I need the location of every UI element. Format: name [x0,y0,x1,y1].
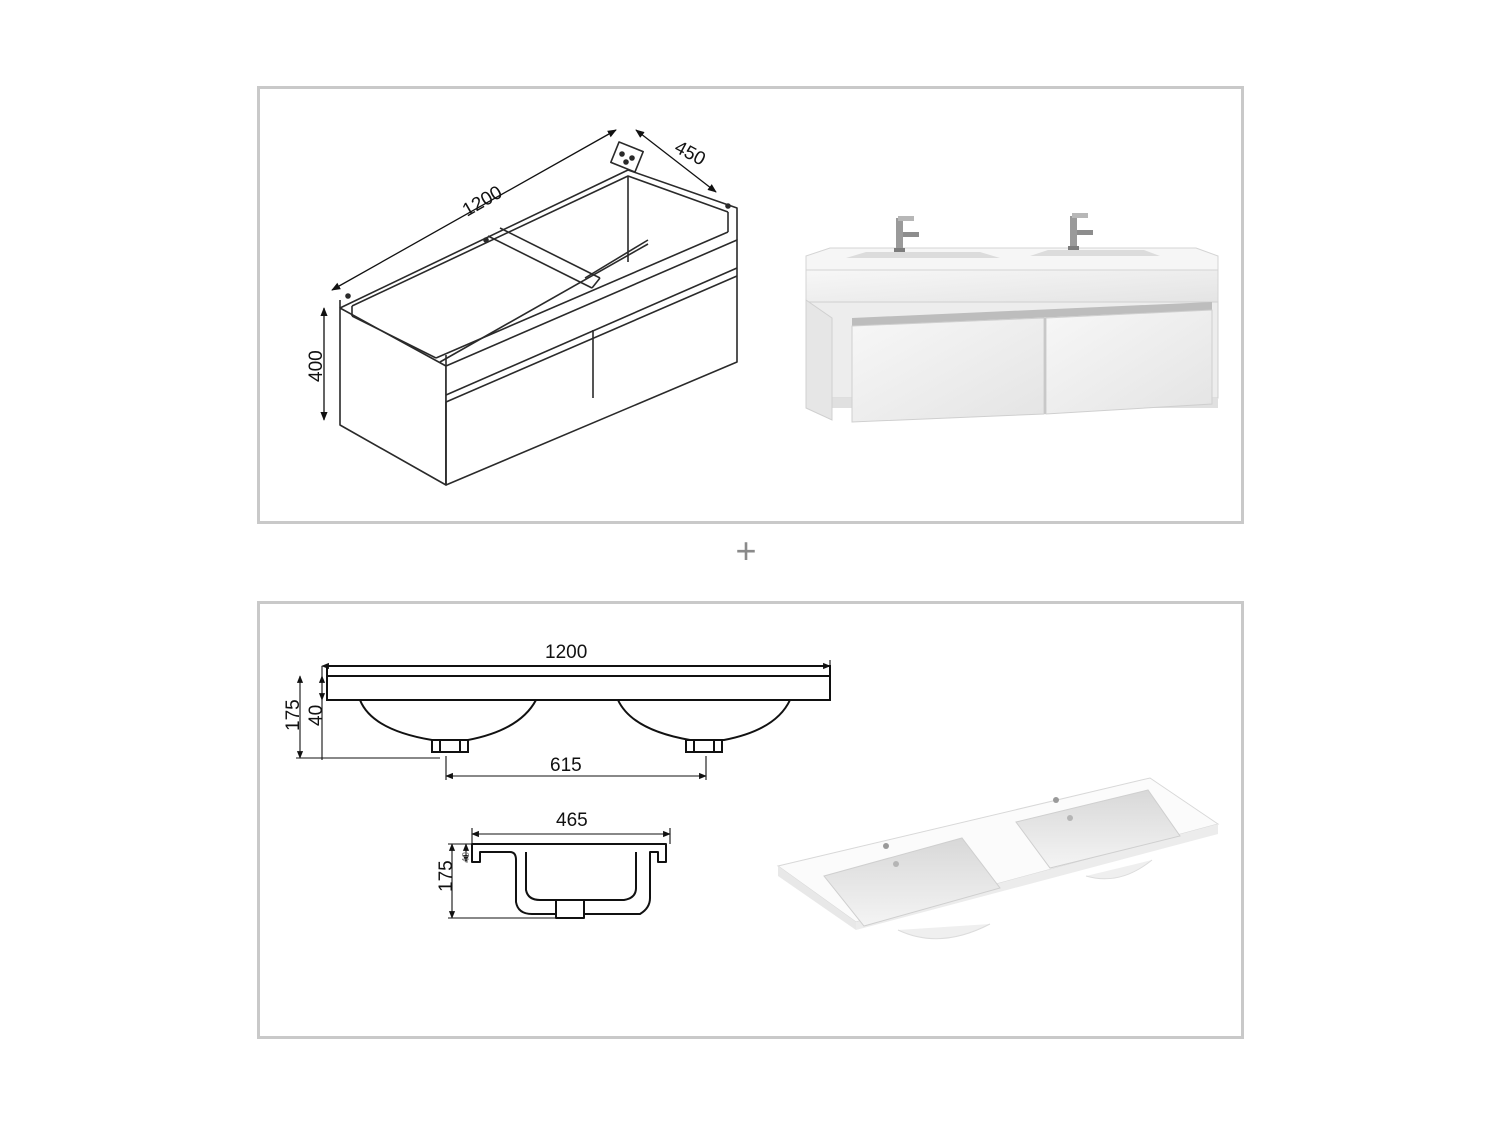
overflow-right-icon [1067,815,1073,821]
basin-side-dimensions [448,828,671,919]
cabinet-isometric-drawing [339,141,738,486]
basin-depth-label: 465 [556,810,588,831]
cabinet-depth-label: 450 [671,137,709,170]
cabinet-render [805,213,1219,423]
basin-rim-height-label: 40 [306,705,327,726]
basin-front-view-drawing [326,665,831,753]
basin-side-view-drawing [471,843,667,919]
plus-separator: + [735,530,757,571]
tap-hole-left-icon [883,843,889,849]
faucet-right-icon [1068,213,1093,250]
cabinet-width-label: 1200 [459,182,506,221]
basin-render [776,777,1220,940]
tap-hole-right-icon [1053,797,1059,803]
overflow-left-icon [893,861,899,867]
basin-front-dimensions [296,660,831,780]
drain-spacing-label: 615 [550,755,582,776]
cabinet-height-label: 400 [306,350,327,382]
cabinet-dimensions [320,129,717,421]
basin-width-label: 1200 [545,642,587,663]
faucet-left-icon [894,216,919,252]
basin-side-height-label: 175 [436,860,457,892]
basin-total-height-label: 175 [283,699,304,731]
basin-side-rim-label: 40 [461,851,472,863]
